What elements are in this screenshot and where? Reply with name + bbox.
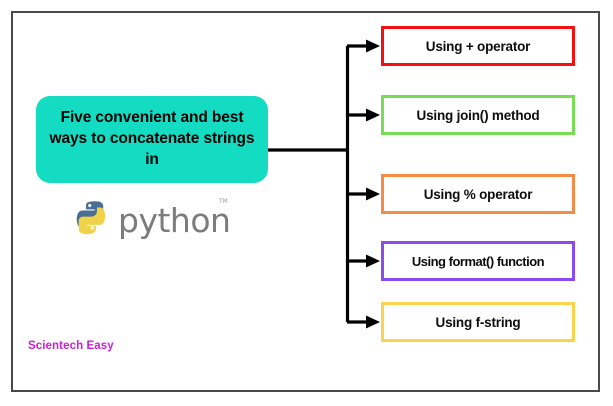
option-box-using-join-method[interactable]: Using join() method — [381, 95, 575, 135]
option-box-using-plus-operator[interactable]: Using + operator — [381, 26, 575, 66]
python-logo: python TM — [73, 196, 233, 240]
python-trademark-symbol: TM — [219, 198, 228, 205]
option-box-using-format-function[interactable]: Using format() function — [381, 241, 575, 281]
option-box-using-f-string[interactable]: Using f-string — [381, 302, 575, 342]
watermark-text: Scientech Easy — [28, 340, 114, 352]
option-label: Using + operator — [425, 38, 531, 54]
option-box-using-percent-operator[interactable]: Using % operator — [381, 174, 575, 214]
main-node: Five convenient and best ways to concate… — [36, 96, 268, 183]
option-label: Using format() function — [411, 253, 545, 269]
python-wordmark: python — [118, 200, 231, 240]
option-label: Using join() method — [416, 107, 540, 123]
option-label: Using % operator — [423, 186, 533, 202]
main-node-label: Five convenient and best ways to concate… — [49, 109, 255, 168]
python-snake-icon — [76, 201, 106, 235]
option-label: Using f-string — [435, 314, 521, 330]
